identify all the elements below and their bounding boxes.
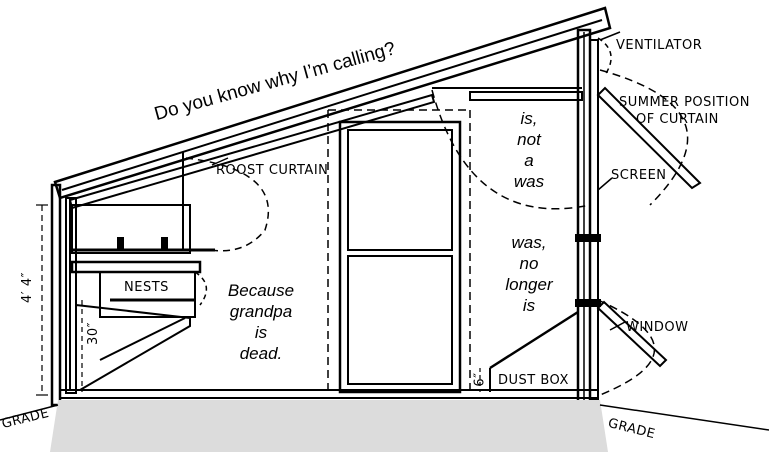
overlay-left-line: is [254,323,268,342]
door-frame [338,120,462,394]
label-screen: SCREEN [611,168,667,183]
overlay-top-line: is, [520,109,538,128]
roof-inner-line [61,19,603,191]
door-opening-dashed [327,109,471,392]
label-nests: NESTS [124,280,169,295]
label-dimension-6: 6″ [472,372,488,387]
label-dimension-30: 30″ [85,322,101,345]
dust-box-lid [489,310,579,370]
overlay-mid-line: no [519,254,539,273]
roost-bar-1 [117,237,124,251]
window-arm [596,300,668,368]
ground-line [0,404,769,431]
label-dimension-height: 4′ 4″ [19,272,35,303]
window-pointer [609,321,626,331]
overlay-top-line: a [524,151,534,170]
label-roost-curtain: ROOST CURTAIN [216,163,329,178]
floor-board [59,389,599,399]
nest-bracket [75,303,191,391]
roost-curtain-pointer [211,157,229,166]
overlay-top-line: not [517,130,541,149]
window-arc [597,299,656,396]
overlay-text-left: Because grandpa is dead. [218,280,304,364]
roost-bar-2 [161,237,168,251]
label-of-curtain: OF CURTAIN [636,112,719,127]
ceiling-board [68,93,436,210]
left-wall-outer [50,183,62,407]
overlay-top-line: was [513,172,545,191]
nest-box [99,271,196,318]
overlay-text-middle: was, no longer is [498,232,560,316]
label-ventilator: VENTILATOR [616,38,703,53]
screen-pointer [597,177,613,191]
overlay-text-top: is, not a was [505,108,553,192]
summer-curtain-arc [599,69,689,206]
label-window: WINDOW [626,320,689,335]
door-header-box [469,91,583,101]
roost-box [71,204,191,254]
label-dust-box: DUST BOX [498,373,569,388]
door-upper-panel [347,129,453,251]
overlay-mid-line: was, [511,233,547,252]
door-lower-panel [347,255,453,385]
overlay-mid-line: is [522,296,536,315]
nest-brace [99,317,186,361]
overlay-mid-line: longer [505,275,553,294]
overlay-left-line: Because [227,281,295,300]
wall-band-1 [575,234,601,242]
nest-box-top [70,260,202,274]
ventilator-pointer [599,31,621,41]
summer-curtain-arm [596,86,702,190]
overlay-left-line: grandpa [229,302,293,321]
ventilator-swing [597,37,612,76]
nest-door-swing [194,271,208,306]
wall-band-2 [575,299,601,307]
roof [53,6,612,200]
ground-fill [50,400,608,452]
label-summer-position: SUMMER POSITION [619,95,750,110]
overlay-left-line: dead. [239,344,283,363]
